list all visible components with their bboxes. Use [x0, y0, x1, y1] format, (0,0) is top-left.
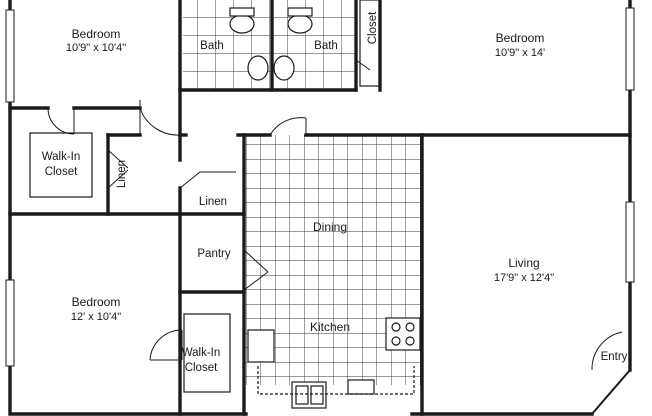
bath-fixtures [229, 7, 313, 81]
room-linen-horizontal: Linen [199, 196, 227, 208]
refrigerator [247, 329, 275, 363]
kitchen-fixtures [247, 317, 421, 409]
room-name: Bedroom [72, 295, 121, 309]
room-size: 12' x 10'4" [71, 311, 121, 323]
room-name-line1: Walk-In [42, 151, 81, 163]
window-left-top [5, 9, 15, 103]
room-bedroom-bottom-left: Bedroom 12' x 10'4" [71, 295, 121, 323]
walkin-closet-bottom-outline [183, 313, 231, 393]
room-size: 10'9" x 14' [495, 47, 545, 59]
room-dining: Dining [313, 220, 347, 234]
room-name-line2: Closet [185, 362, 218, 374]
room-walkin-closet-top: Walk-In Closet [42, 151, 81, 178]
room-size: 10'9" x 10'4" [66, 42, 126, 54]
room-walkin-closet-bottom: Walk-In Closet [182, 347, 221, 374]
room-name: Bedroom [72, 27, 121, 41]
room-bath-right: Bath [314, 40, 338, 52]
door-swings [47, 59, 623, 371]
room-bedroom-top-left: Bedroom 10'9" x 10'4" [66, 27, 126, 54]
room-kitchen: Kitchen [310, 320, 350, 334]
room-entry: Entry [601, 351, 628, 363]
window-left-bottom [5, 279, 15, 367]
window-right-top [625, 7, 635, 91]
stove [385, 317, 421, 351]
bath-tile-floor [183, 0, 356, 90]
interior-walls [8, 0, 632, 416]
room-closet-top: Closet [367, 11, 379, 44]
walkin-closet-top-outline [29, 132, 93, 198]
room-name: Living [508, 256, 539, 270]
room-living: Living 17'9" x 12'4" [494, 256, 554, 284]
dishwasher [347, 379, 375, 395]
room-name-line1: Walk-In [182, 347, 221, 359]
room-linen-vertical: Linen [116, 160, 128, 188]
closet-top-outline [359, 0, 381, 87]
room-bedroom-top-right: Bedroom 10'9" x 14' [495, 31, 545, 59]
room-size: 17'9" x 12'4" [494, 272, 554, 284]
room-name: Bedroom [496, 31, 545, 45]
room-name-line2: Closet [45, 166, 78, 178]
room-bath-left: Bath [200, 40, 224, 52]
room-pantry: Pantry [197, 248, 230, 260]
window-right-mid [625, 201, 635, 283]
